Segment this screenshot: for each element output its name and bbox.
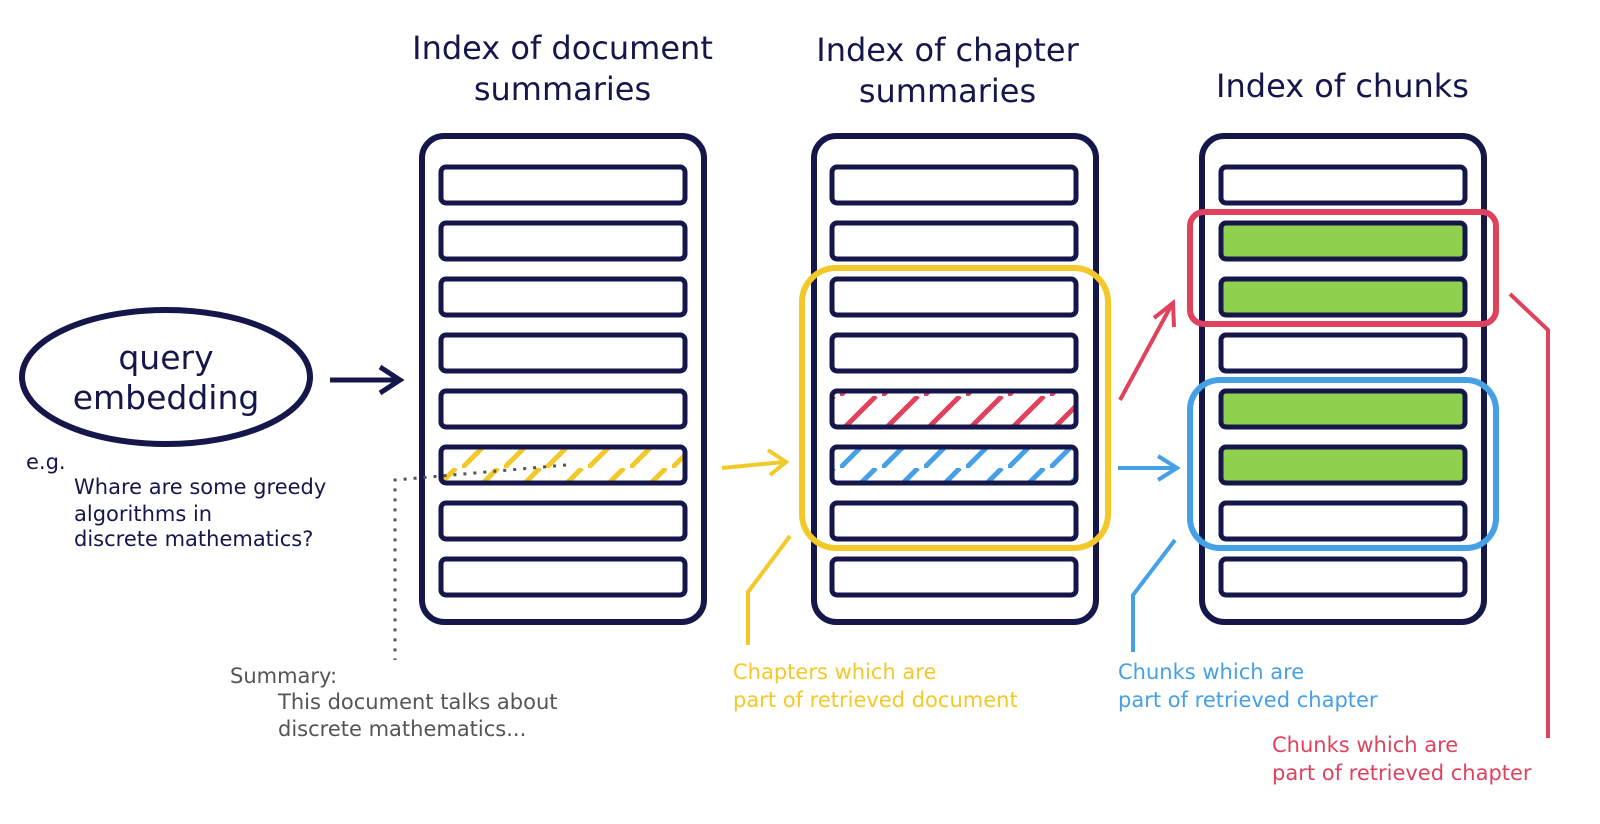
chunks-red-note-line2: part of retrieved chapter <box>1272 761 1532 785</box>
query-label-line1: query <box>118 338 214 377</box>
document-index-title-line1: Index of document <box>412 29 713 67</box>
chunk-index-title: Index of chunks <box>1165 66 1520 107</box>
chunk-slot-4 <box>1218 332 1468 374</box>
document-slot-4 <box>438 332 688 374</box>
query-arrow <box>330 364 405 396</box>
chapter-slot-2 <box>829 220 1079 262</box>
example-query-line3: discrete mathematics? <box>74 527 314 551</box>
summary-leader-line <box>393 463 567 660</box>
document-slot-8 <box>438 556 688 598</box>
chapter-index-container <box>811 133 1099 625</box>
document-slot-3 <box>438 276 688 318</box>
document-slot-1 <box>438 164 688 206</box>
example-query-line2: algorithms in <box>74 502 213 526</box>
chunk-slot-blue-1 <box>1218 388 1468 430</box>
chunks-blue-note-line2: part of retrieved chapter <box>1118 688 1378 712</box>
chapter-slot-7 <box>829 500 1079 542</box>
example-query-line1: Whare are some greedy <box>74 475 327 499</box>
chapter-index-title-line1: Index of chapter <box>816 31 1079 69</box>
document-index-title-line2: summaries <box>473 70 652 108</box>
yellow-arrow <box>721 448 790 477</box>
blue-chapter-chunks-highlight <box>1187 377 1499 551</box>
red-chapter-chunks-highlight <box>1187 209 1499 327</box>
query-embedding-label: query embedding <box>40 338 292 418</box>
document-index-container <box>419 133 707 625</box>
chunk-slot-blue-2 <box>1218 444 1468 486</box>
document-slot-5 <box>438 388 688 430</box>
red-arrow <box>1118 299 1176 401</box>
chapter-slot-1 <box>829 164 1079 206</box>
summary-line2: discrete mathematics... <box>278 717 527 741</box>
chapters-note-line1: Chapters which are <box>733 660 937 684</box>
chapter-slot-red <box>829 388 1079 430</box>
yellow-callout-line <box>746 534 792 645</box>
chunk-slot-red-2 <box>1218 276 1468 318</box>
blue-arrow <box>1118 454 1181 482</box>
red-callout-line <box>1508 292 1550 738</box>
retrieved-document-chapters-highlight <box>799 265 1111 551</box>
chapter-index-column <box>799 133 1111 625</box>
chapter-index-title-line2: summaries <box>858 72 1037 110</box>
chunk-slot-7 <box>1218 500 1468 542</box>
chunk-index-container <box>1199 133 1487 625</box>
document-slot-7 <box>438 500 688 542</box>
chunk-slot-1 <box>1218 164 1468 206</box>
query-embedding-ellipse <box>19 307 313 447</box>
chapters-note-line2: part of retrieved document <box>733 688 1018 712</box>
chunk-index-title-line1: Index of chunks <box>1216 67 1469 105</box>
document-index-column <box>419 133 707 625</box>
chunk-slot-8 <box>1218 556 1468 598</box>
chapter-slot-8 <box>829 556 1079 598</box>
query-label-line2: embedding <box>72 378 260 417</box>
chunk-index-column <box>1187 133 1499 625</box>
chunks-red-note-line1: Chunks which are <box>1272 733 1459 757</box>
document-index-title: Index of document summaries <box>380 28 745 110</box>
example-label: e.g. <box>26 450 66 474</box>
blue-callout-line <box>1131 538 1177 652</box>
chapter-slot-3 <box>829 276 1079 318</box>
chunk-slot-red-1 <box>1218 220 1468 262</box>
document-slot-2 <box>438 220 688 262</box>
chapter-slot-4 <box>829 332 1079 374</box>
summary-line1: This document talks about <box>278 690 558 714</box>
chapter-index-title: Index of chapter summaries <box>770 30 1125 112</box>
summary-label: Summary: <box>230 664 338 688</box>
chunks-blue-note-line1: Chunks which are <box>1118 660 1305 684</box>
chapter-slot-blue <box>829 444 1079 486</box>
